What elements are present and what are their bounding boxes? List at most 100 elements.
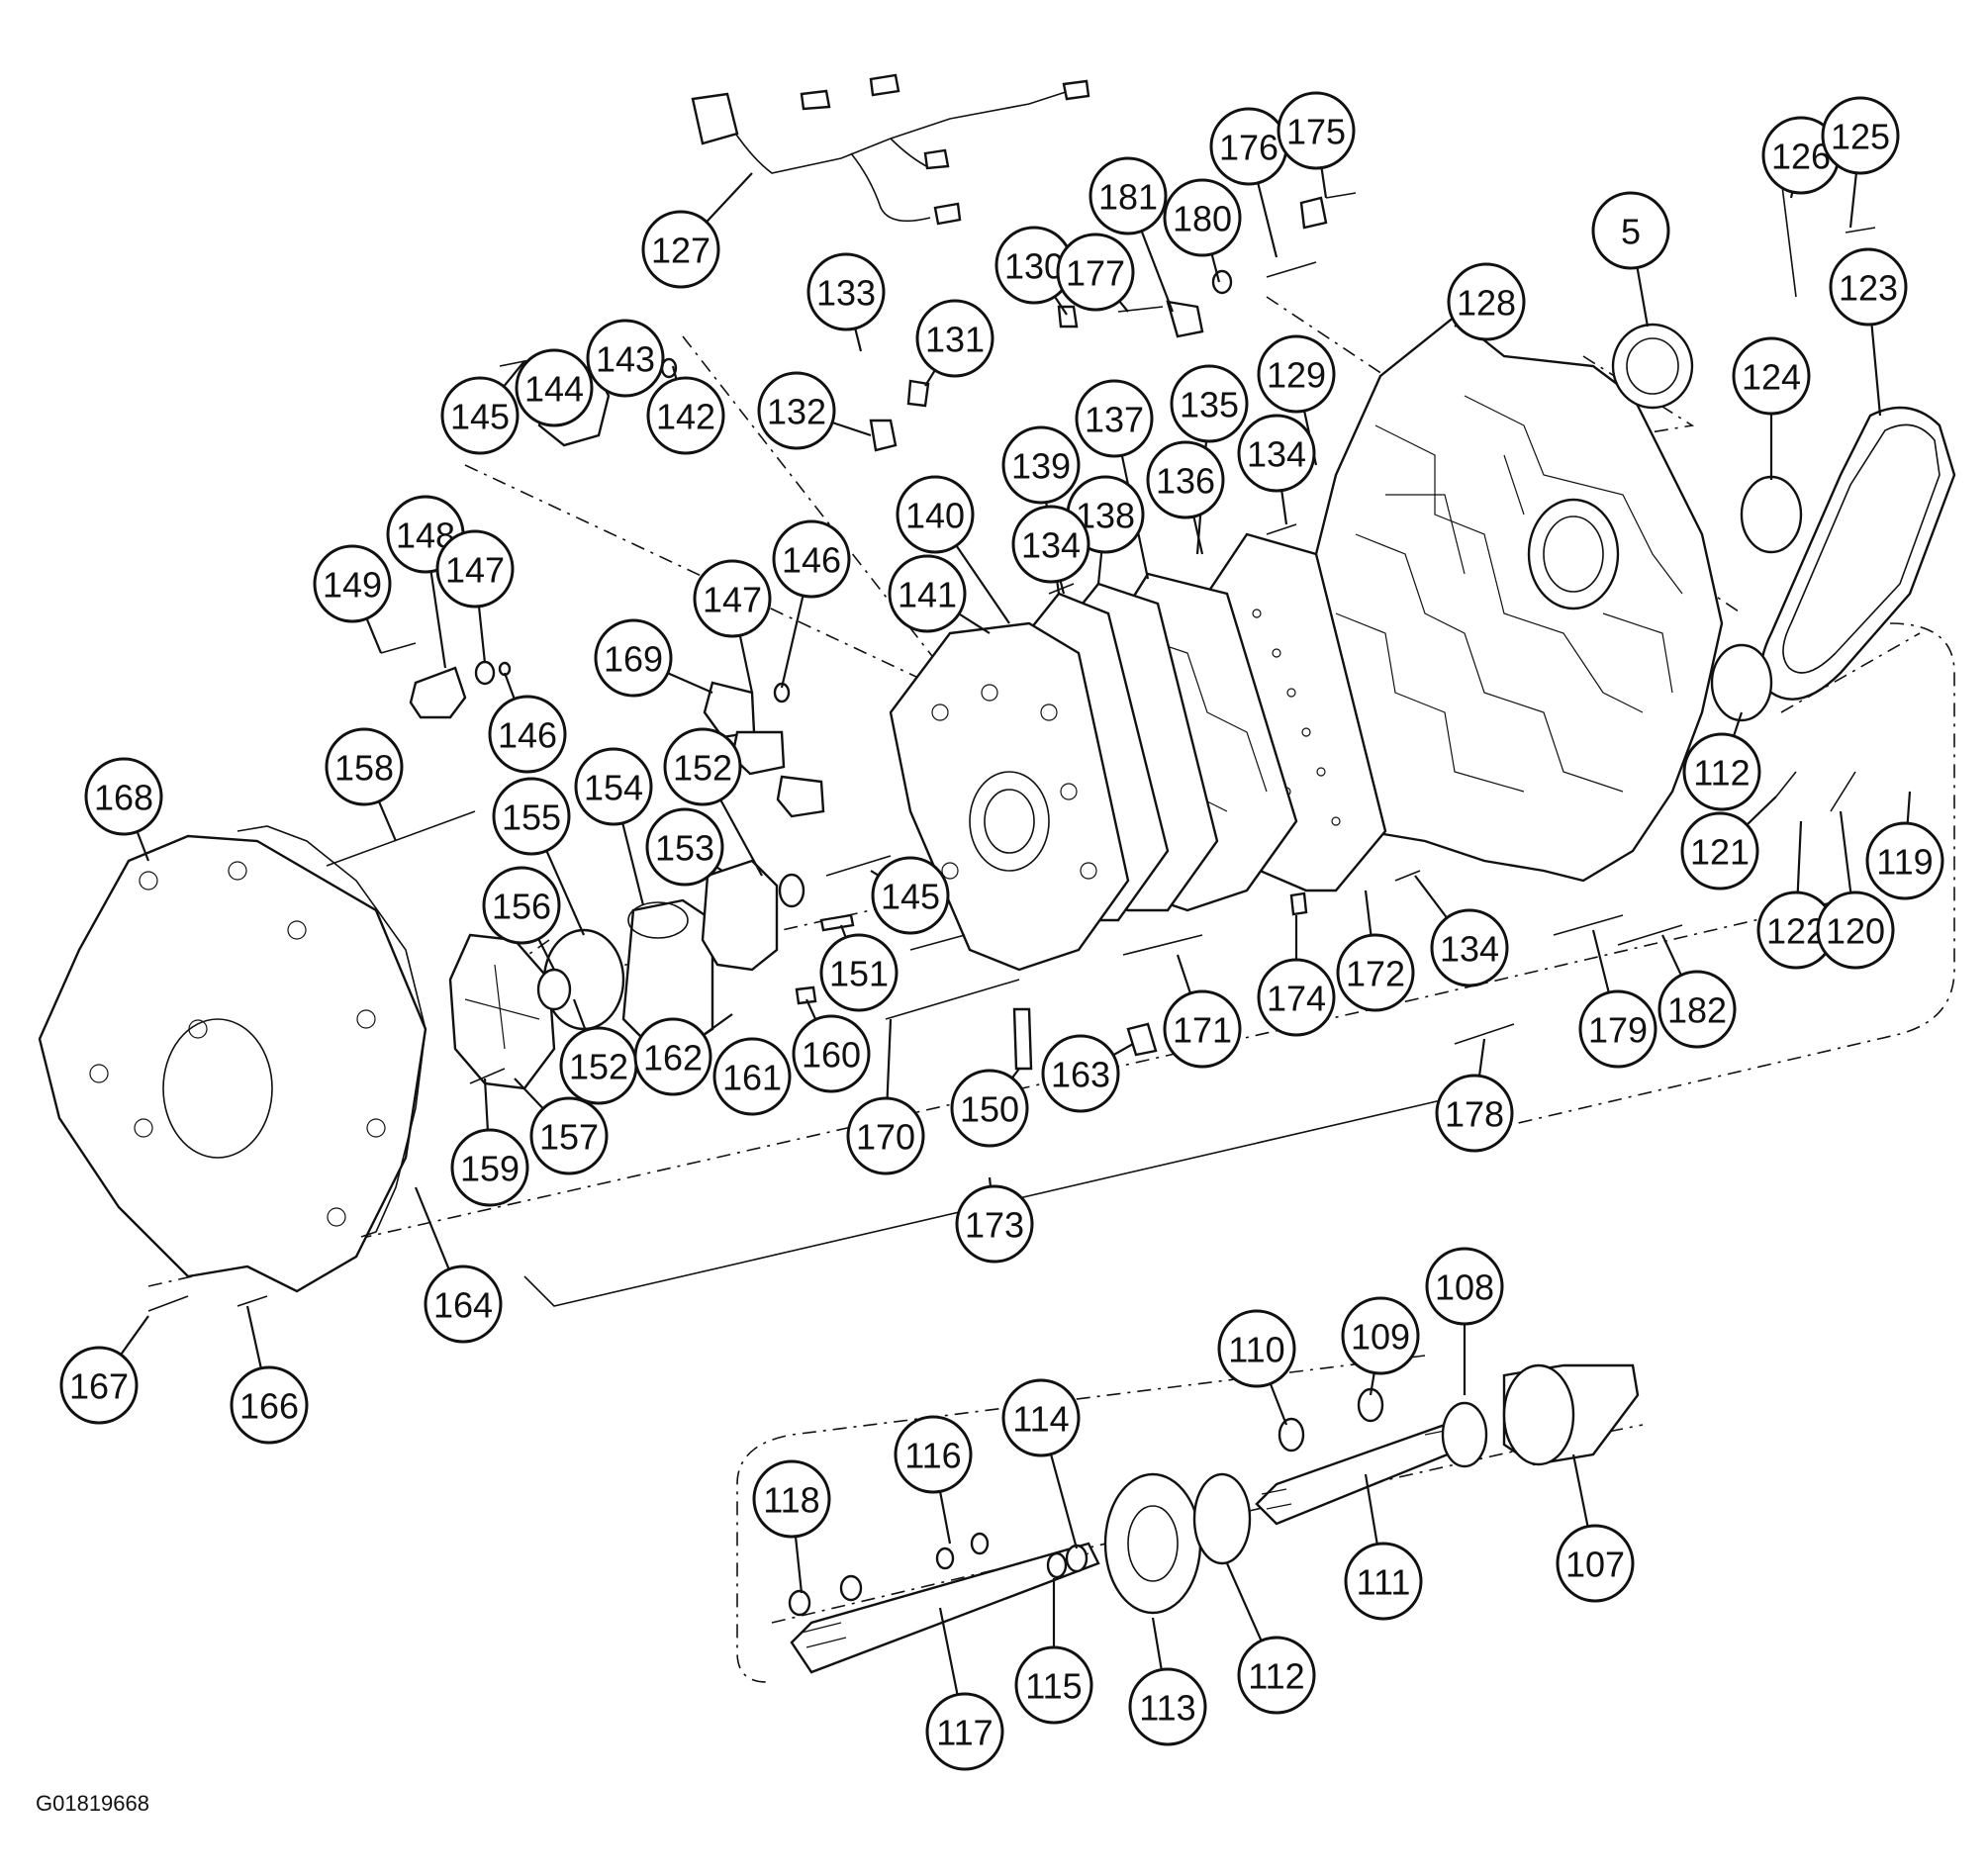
spring-150: [1012, 1007, 1033, 1071]
solenoid-148: [409, 666, 467, 719]
callout-149: 149: [313, 544, 392, 623]
callout-label: 175: [1286, 112, 1346, 152]
callout-144: 144: [515, 348, 594, 427]
callout-139: 139: [1001, 425, 1081, 505]
callout-label: 110: [1228, 1330, 1284, 1370]
callout-175: 175: [1277, 91, 1356, 170]
callout-circle: [772, 519, 851, 599]
callout-label: 139: [1011, 446, 1071, 487]
callout-circle: [693, 559, 772, 638]
callout-label: 168: [94, 778, 153, 818]
harness-branch-1: [850, 152, 931, 223]
bolt-159: [469, 1068, 506, 1084]
leader-line-134: [1059, 580, 1066, 595]
callout-152: 152: [559, 1026, 638, 1105]
leader-line-155: [545, 850, 586, 936]
harness-connector-d: [923, 148, 950, 170]
callout-circle: [1089, 156, 1168, 235]
callout-label: 107: [1565, 1545, 1625, 1585]
callout-label: 145: [450, 397, 510, 437]
callout-label: 130: [1004, 246, 1064, 287]
callout-label: 153: [655, 828, 714, 869]
callout-124: 124: [1732, 336, 1811, 416]
callout-170: 170: [846, 1096, 925, 1175]
upper-valve-body: [889, 621, 1130, 972]
callout-161: 161: [712, 1037, 792, 1116]
leader-line-170: [886, 1018, 893, 1099]
leader-line-156: [537, 938, 555, 971]
callout-label: 133: [816, 273, 876, 314]
callout-label: 176: [1219, 128, 1278, 168]
bolt-134b: [1048, 583, 1075, 595]
callout-label: 142: [656, 397, 715, 437]
callout-120: 120: [1816, 891, 1895, 970]
leader-line-147: [477, 606, 487, 664]
callout-circle: [888, 554, 967, 633]
callout-158: 158: [325, 727, 404, 806]
callout-label: 146: [782, 540, 841, 581]
callout-circle: [1732, 336, 1811, 416]
leader-line-149: [365, 617, 383, 654]
case-passage-2: [1355, 533, 1624, 793]
callout-181: 181: [1089, 156, 1168, 235]
callout-134: 134: [1237, 414, 1316, 493]
callout-label: 109: [1351, 1317, 1410, 1358]
sensor-181: [1166, 300, 1204, 338]
bolt-167: [147, 1295, 189, 1312]
callout-label: 173: [965, 1205, 1024, 1246]
spring-120: [1830, 771, 1856, 812]
leader-line-134: [1280, 490, 1288, 525]
bracket-right: [1454, 622, 1955, 1139]
leader-line-146: [503, 672, 516, 700]
leader-line-125: [1848, 172, 1858, 229]
side-cover-bolt-holes: [89, 861, 386, 1227]
bolt-145a: [825, 855, 892, 877]
bolts: [147, 177, 1876, 1312]
callout-label: 123: [1839, 268, 1898, 309]
callout-label: 118: [763, 1480, 819, 1521]
bolt-158: [326, 810, 476, 867]
leader-lines: [120, 167, 1912, 1695]
callout-label: 134: [1021, 525, 1081, 566]
plug-174: [1289, 891, 1308, 916]
bolt-170: [885, 979, 1020, 1020]
clip-160: [795, 985, 817, 1005]
callout-label: 154: [584, 768, 643, 808]
callout-label: 119: [1876, 842, 1933, 883]
bolt-179: [1553, 914, 1624, 936]
side-cover-body: [38, 834, 427, 1293]
callout-circle: [1001, 1378, 1081, 1457]
callout-circle: [752, 1459, 831, 1539]
leader-line-136: [1192, 516, 1204, 555]
ring-124: [1740, 475, 1803, 554]
callout-circle: [1680, 811, 1759, 891]
leader-line-171: [1176, 954, 1192, 994]
callout-180: 180: [1163, 178, 1242, 257]
seals-and-rings: [474, 269, 1803, 722]
callout-label: 157: [539, 1117, 599, 1158]
callout-label: 152: [569, 1047, 628, 1087]
ring-112: [1710, 643, 1773, 722]
callout-168: 168: [84, 757, 163, 836]
ring-114: [1065, 1544, 1089, 1573]
callout-circle: [1430, 908, 1509, 987]
callout-140: 140: [896, 475, 975, 554]
callout-178: 178: [1435, 1074, 1514, 1153]
callout-circle: [1257, 958, 1336, 1037]
cover-gasket-164: [237, 825, 426, 1238]
callout-circle: [515, 348, 594, 427]
callout-129: 129: [1257, 334, 1336, 414]
callout-114: 114: [1001, 1378, 1081, 1457]
callout-label: 125: [1831, 117, 1890, 157]
callout-116: 116: [894, 1415, 973, 1494]
callout-circle: [1591, 191, 1670, 270]
callout-circle: [641, 210, 720, 289]
callout-label: 144: [524, 369, 584, 410]
solenoid-169c: [776, 775, 825, 818]
callout-circle: [1041, 1034, 1120, 1113]
callout-label: 147: [445, 550, 505, 591]
callout-label: 162: [643, 1038, 703, 1079]
callout-label: 140: [905, 496, 965, 536]
